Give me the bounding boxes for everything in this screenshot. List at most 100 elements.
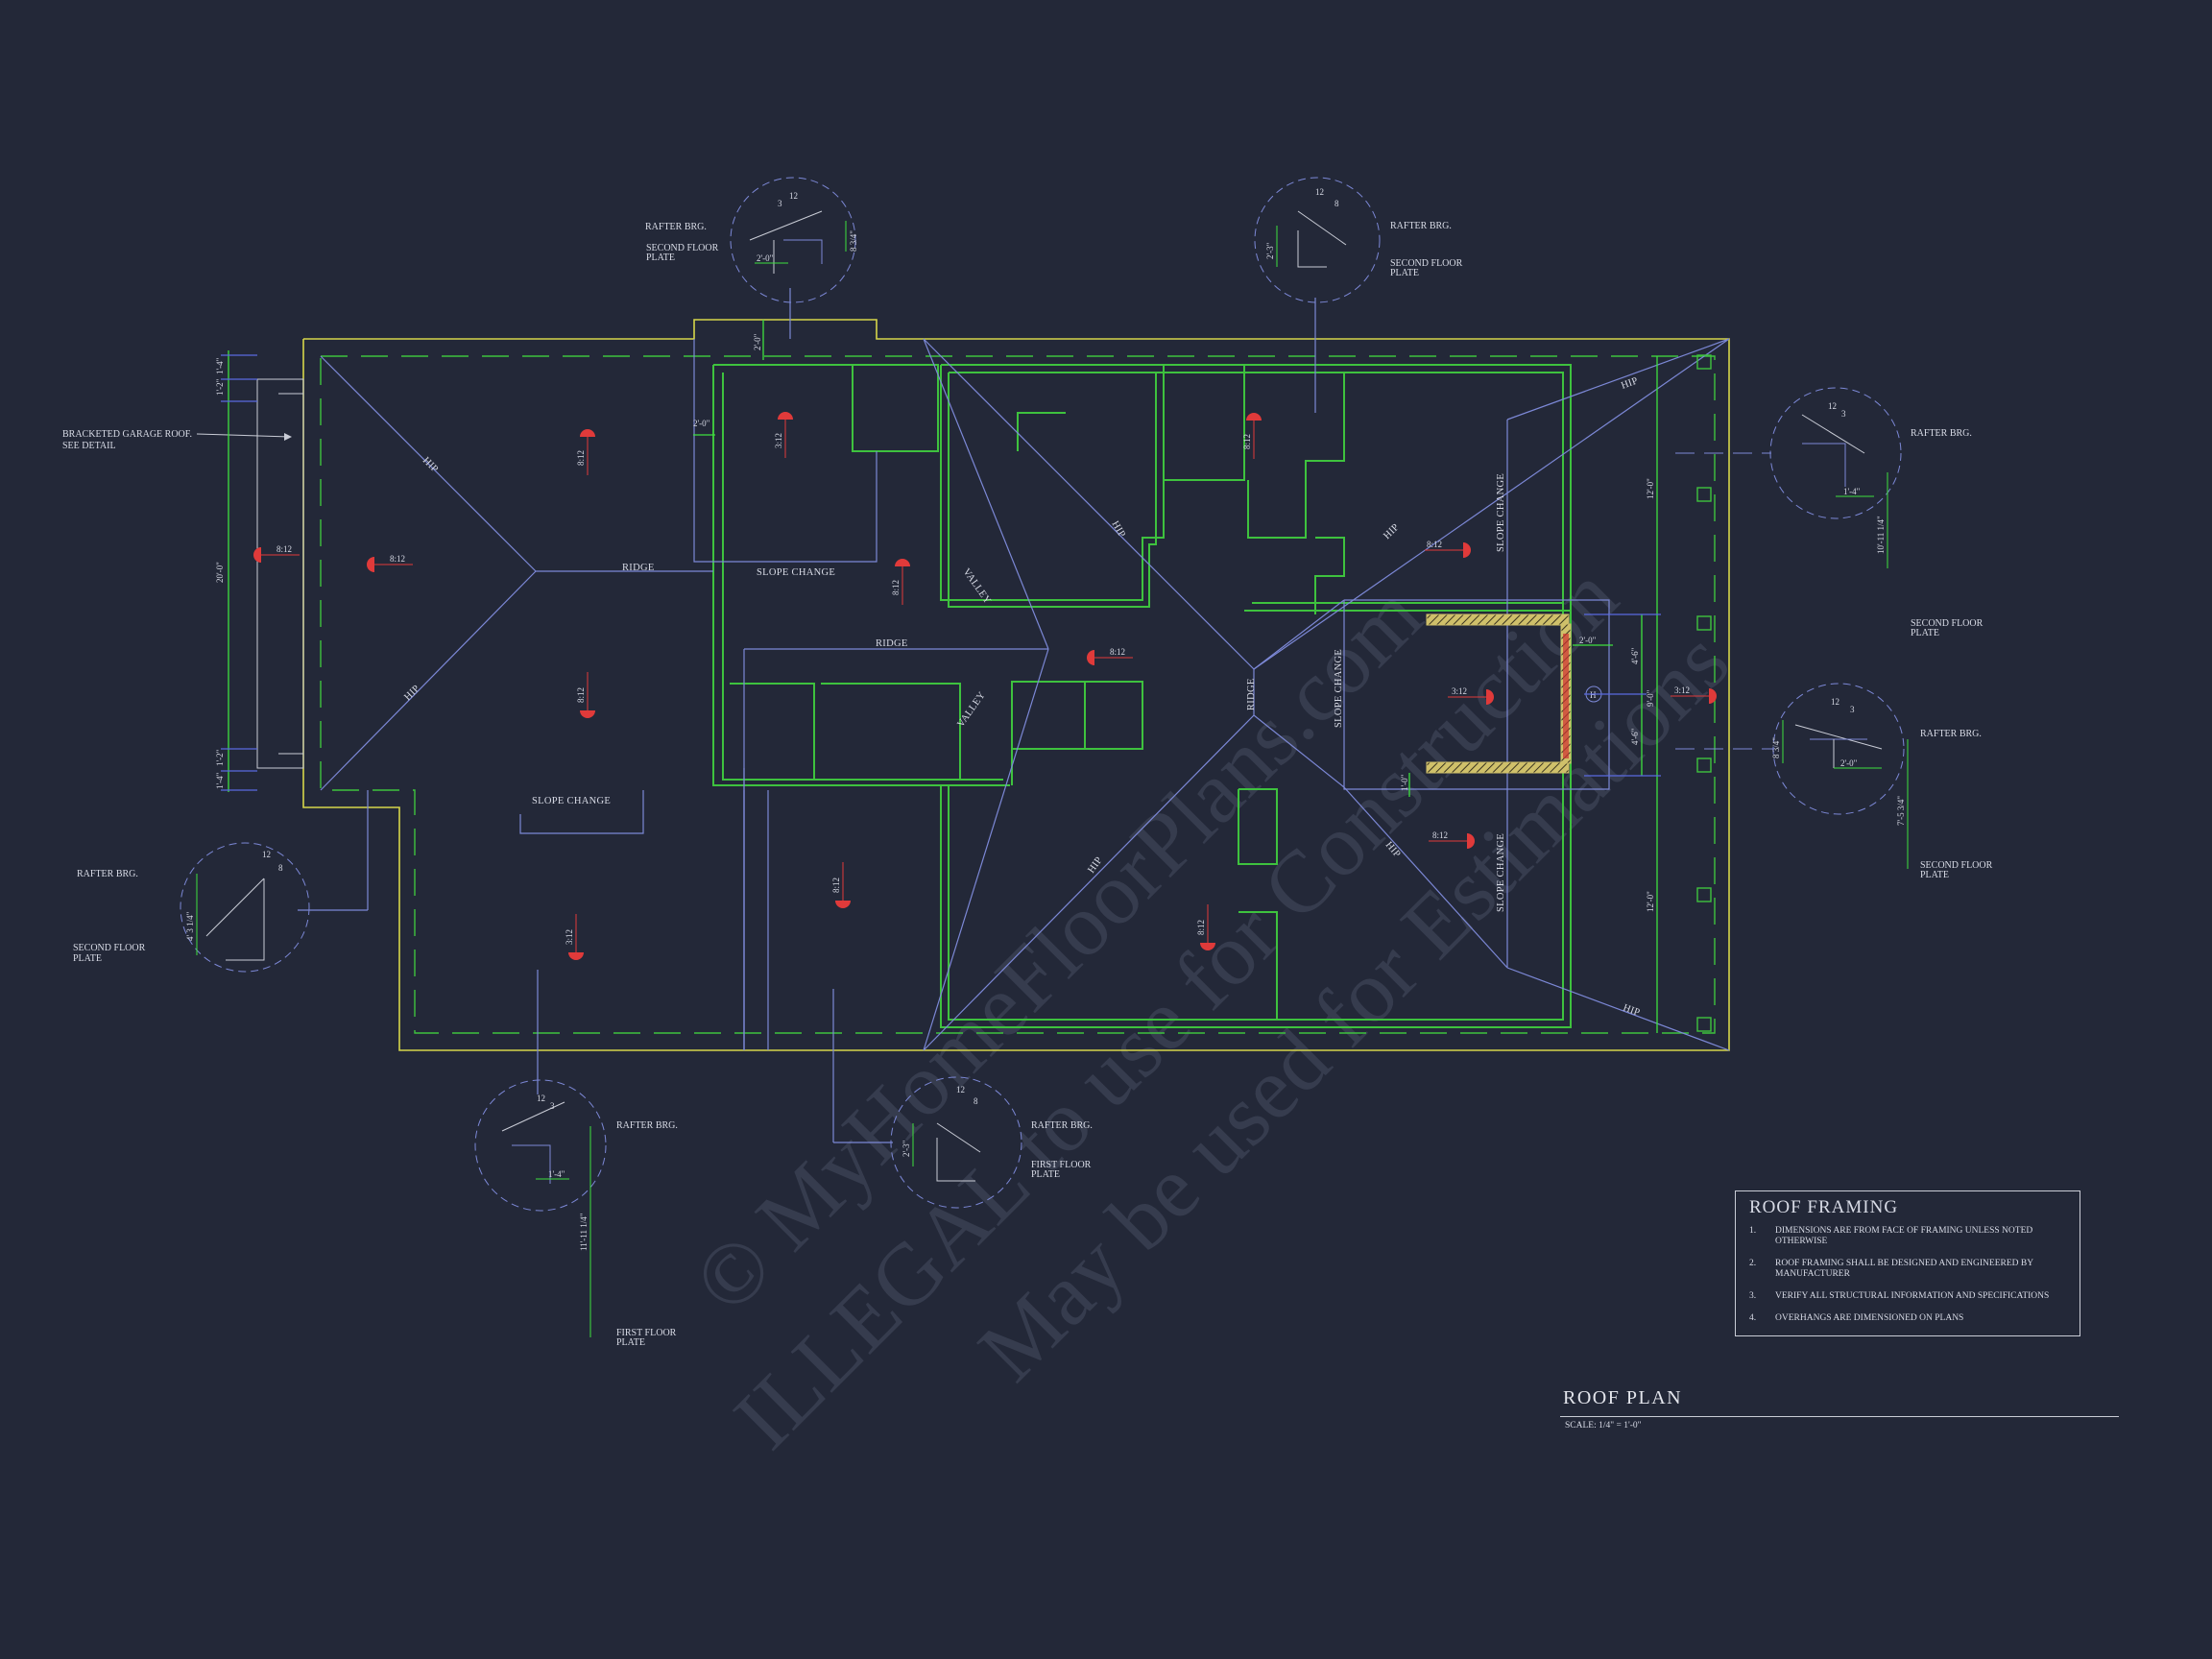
svg-text:8:12: 8:12 <box>1110 647 1125 657</box>
hip-label: HIP <box>1382 522 1401 541</box>
svg-text:PLATE: PLATE <box>1390 268 1419 278</box>
svg-text:PLATE: PLATE <box>1031 1169 1060 1180</box>
svg-text:1'-4": 1'-4" <box>548 1169 565 1179</box>
svg-text:SECOND FLOOR: SECOND FLOOR <box>1911 618 1984 629</box>
svg-text:RAFTER BRG.: RAFTER BRG. <box>77 869 138 879</box>
pitch-arrow-icon: 8:12 <box>1087 647 1133 665</box>
leader-lines <box>1675 452 1774 750</box>
svg-text:1'-0": 1'-0" <box>1400 774 1409 791</box>
vents <box>1696 354 1712 1032</box>
svg-text:4'-6": 4'-6" <box>1630 728 1640 745</box>
svg-text:3:12: 3:12 <box>565 929 574 945</box>
svg-text:12: 12 <box>789 191 798 201</box>
svg-text:2'-0": 2'-0" <box>753 333 762 350</box>
plan-scale: SCALE: 1/4" = 1'-0" <box>1565 1421 1642 1431</box>
svg-text:2'-3": 2'-3" <box>1265 242 1275 259</box>
pitch-arrow-icon: 3:12 <box>1671 685 1717 704</box>
detail-bubble-right-top: 12 3 1'-4" 10'-11 1/4" <box>1769 387 1902 568</box>
hip-label: HIP <box>402 684 421 703</box>
svg-text:2'-0": 2'-0" <box>757 253 774 263</box>
svg-text:4'-6": 4'-6" <box>1630 647 1640 664</box>
svg-text:RAFTER BRG.: RAFTER BRG. <box>1920 729 1982 739</box>
svg-text:12: 12 <box>262 850 271 859</box>
svg-text:3: 3 <box>778 199 782 208</box>
svg-text:8:12: 8:12 <box>891 580 901 595</box>
svg-text:8:12: 8:12 <box>1427 540 1442 549</box>
svg-text:8:12: 8:12 <box>576 450 586 466</box>
svg-text:RAFTER BRG.: RAFTER BRG. <box>616 1120 678 1131</box>
svg-text:SECOND FLOOR: SECOND FLOOR <box>73 943 146 953</box>
slope-change-label: SLOPE CHANGE <box>1496 473 1506 552</box>
slope-change-label: SLOPE CHANGE <box>757 567 835 578</box>
watermark-line-1: © MyHomeFloorPlans.com <box>675 565 1440 1331</box>
detail-labels-top-mid: RAFTER BRG. SECOND FLOOR PLATE <box>1390 221 1463 278</box>
svg-text:3: 3 <box>1850 705 1855 714</box>
svg-text:FIRST FLOOR: FIRST FLOOR <box>1031 1160 1092 1170</box>
pitch-arrow-icon: 3:12 <box>565 914 584 960</box>
svg-text:12'-0": 12'-0" <box>1646 478 1655 499</box>
svg-text:3:12: 3:12 <box>1452 686 1467 696</box>
svg-text:8: 8 <box>974 1096 978 1106</box>
svg-text:8:12: 8:12 <box>576 687 586 703</box>
svg-text:PLATE: PLATE <box>616 1337 645 1348</box>
ridge-label: RIDGE <box>876 638 908 649</box>
detail-bubble-bottom-mid: 12 8 2'-3" <box>890 1076 1022 1209</box>
svg-text:8:12: 8:12 <box>276 544 292 554</box>
svg-text:7'-5 3/4": 7'-5 3/4" <box>1896 796 1906 826</box>
svg-text:12: 12 <box>1315 187 1324 197</box>
pitch-arrow-icon: 8:12 <box>1425 540 1471 558</box>
svg-text:11'-11 1/4": 11'-11 1/4" <box>579 1213 589 1251</box>
svg-text:PLATE: PLATE <box>73 953 102 964</box>
svg-text:RAFTER BRG.: RAFTER BRG. <box>645 222 707 232</box>
svg-text:12: 12 <box>1828 401 1837 411</box>
dimension-labels: 1'-2" 1'-4" 20'-0" 1'-2" 1'-4" 12'-0" 12… <box>215 333 1655 912</box>
pitch-arrow-icon: 8:12 <box>891 559 910 605</box>
roof-framing-title: ROOF FRAMING <box>1749 1197 1899 1217</box>
svg-text:3: 3 <box>550 1101 555 1111</box>
dimensions <box>221 320 1661 1033</box>
garage-lines <box>256 378 304 769</box>
svg-text:1'-4": 1'-4" <box>1843 487 1861 496</box>
svg-text:RAFTER BRG.: RAFTER BRG. <box>1031 1120 1093 1131</box>
detail-labels-bottom-mid: RAFTER BRG. FIRST FLOOR PLATE <box>1031 1120 1093 1180</box>
svg-text:20'-0": 20'-0" <box>215 562 225 583</box>
garage-callout-line-2: SEE DETAIL <box>62 441 116 451</box>
svg-text:8 3/4": 8 3/4" <box>1771 737 1781 758</box>
svg-text:8:12: 8:12 <box>1432 830 1448 840</box>
detail-bubble-bottom-left: 12 3 1'-4" 11'-11 1/4" <box>474 1079 607 1337</box>
ridge-label: RIDGE <box>1246 678 1257 710</box>
pitch-arrow-icon: 3:12 <box>1448 686 1494 705</box>
svg-text:12: 12 <box>1831 697 1839 707</box>
svg-text:4' 3 1/4": 4' 3 1/4" <box>185 911 195 941</box>
pitch-arrow-icon: 8:12 <box>367 554 413 572</box>
svg-text:8:12: 8:12 <box>1196 920 1206 935</box>
svg-text:PLATE: PLATE <box>1920 870 1949 880</box>
pitch-arrow-icon: 8:12 <box>576 672 595 718</box>
svg-text:8:12: 8:12 <box>390 554 405 564</box>
svg-text:10'-11 1/4": 10'-11 1/4" <box>1876 516 1886 554</box>
garage-callout: BRACKETED GARAGE ROOF. SEE DETAIL <box>62 429 292 451</box>
plan-title: ROOF PLAN <box>1563 1387 1683 1408</box>
svg-text:SECOND FLOOR: SECOND FLOOR <box>1390 258 1463 269</box>
detail-bubble-top-left: 12 3 2'-0" 8 3/4" <box>730 177 858 303</box>
svg-text:8 3/4": 8 3/4" <box>849 230 858 252</box>
svg-text:SECOND FLOOR: SECOND FLOOR <box>646 243 719 253</box>
hip-label: HIP <box>1109 519 1126 540</box>
svg-text:12: 12 <box>956 1085 965 1094</box>
svg-text:PLATE: PLATE <box>1911 628 1939 638</box>
svg-text:RAFTER BRG.: RAFTER BRG. <box>1911 428 1972 439</box>
svg-text:8: 8 <box>1334 199 1339 208</box>
svg-text:12'-0": 12'-0" <box>1646 891 1655 912</box>
slope-change-label: SLOPE CHANGE <box>532 796 611 806</box>
svg-text:8:12: 8:12 <box>1242 434 1252 449</box>
svg-text:3:12: 3:12 <box>774 433 783 448</box>
svg-text:3: 3 <box>1841 409 1846 419</box>
svg-text:12: 12 <box>537 1094 545 1103</box>
svg-text:H: H <box>1590 690 1597 700</box>
pitch-arrow-icon: 8:12 <box>253 544 300 563</box>
watermark-line-2: ILLEGAL to use for Construction <box>715 546 1636 1467</box>
svg-text:SECOND FLOOR: SECOND FLOOR <box>1920 860 1993 871</box>
svg-text:3:12: 3:12 <box>1674 685 1690 695</box>
svg-text:2'-0": 2'-0" <box>693 419 710 428</box>
